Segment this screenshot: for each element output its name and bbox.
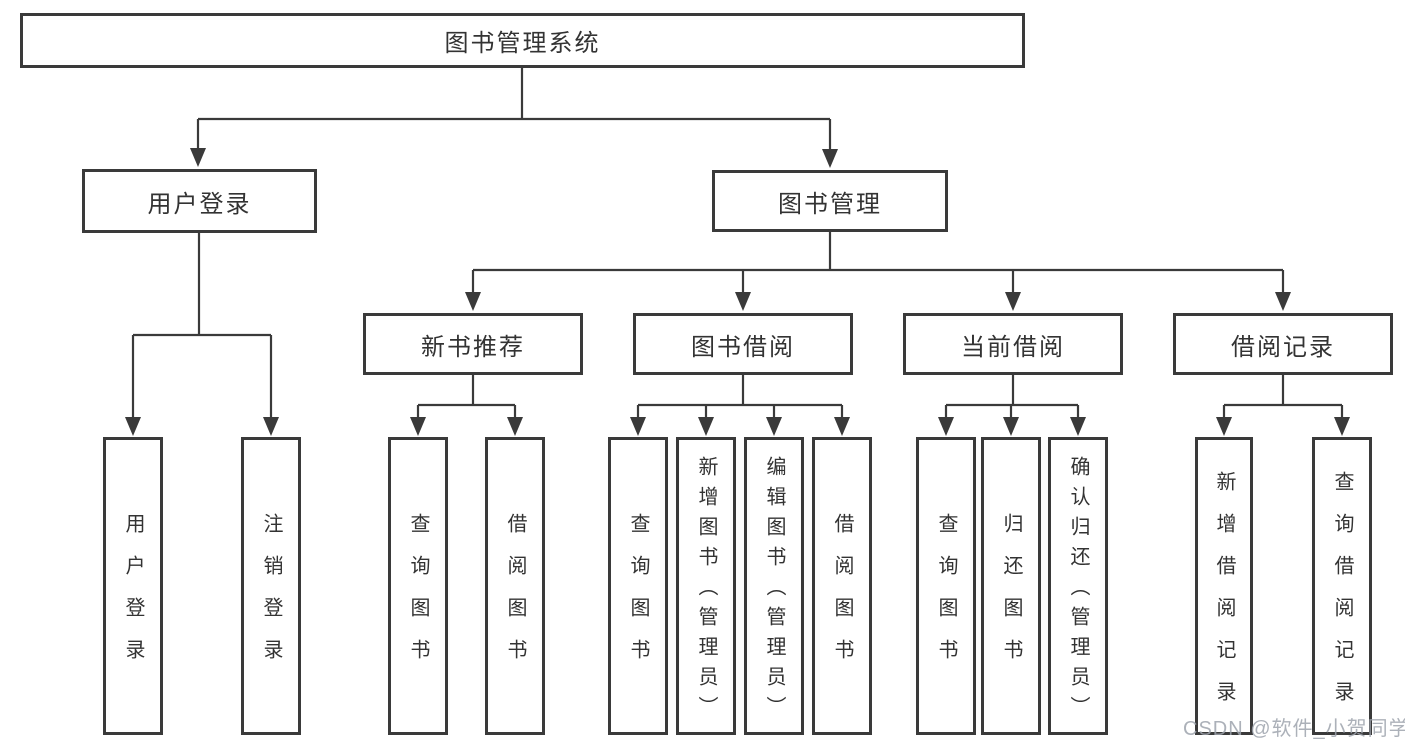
- node-new-book-recommendation: 新书推荐: [363, 313, 583, 375]
- leaf-label: 查询图书: [935, 513, 957, 681]
- arrowhead-icon: [1070, 417, 1086, 436]
- leaf-add-borrow-record: 新增借阅记录: [1195, 437, 1253, 735]
- connector-path: [131, 68, 1344, 421]
- node-label: 图书借阅: [691, 333, 795, 361]
- node-book-borrowing: 图书借阅: [633, 313, 853, 375]
- arrowhead-icon: [1216, 417, 1232, 436]
- arrowhead-icon: [1003, 417, 1019, 436]
- leaf-label: 查询图书: [627, 513, 649, 681]
- leaf-label: 新增图书（管理员）: [695, 456, 717, 726]
- leaf-label: 确认归还（管理员）: [1067, 456, 1089, 726]
- leaf-label: 归还图书: [1000, 513, 1022, 681]
- arrowhead-icon: [1275, 292, 1291, 311]
- leaf-label: 查询图书: [407, 513, 429, 681]
- arrowhead-icon: [263, 417, 279, 436]
- leaf-query-borrow-record: 查询借阅记录: [1312, 437, 1372, 735]
- arrowhead-icon: [125, 417, 141, 436]
- leaf-label: 借阅图书: [504, 513, 526, 681]
- leaf-query-books-borrow: 查询图书: [608, 437, 668, 735]
- leaf-label: 借阅图书: [831, 513, 853, 681]
- leaf-edit-books-admin: 编辑图书（管理员）: [744, 437, 804, 735]
- leaf-label: 编辑图书（管理员）: [763, 456, 785, 726]
- arrowhead-icon: [465, 292, 481, 311]
- arrowhead-icon: [410, 417, 426, 436]
- node-label: 新书推荐: [421, 333, 525, 361]
- leaf-borrow-books: 借阅图书: [812, 437, 872, 735]
- arrowhead-icon: [822, 149, 838, 168]
- arrowhead-icon: [938, 417, 954, 436]
- node-book-management: 图书管理: [712, 170, 948, 232]
- leaf-add-books-admin: 新增图书（管理员）: [676, 437, 736, 735]
- leaf-confirm-return-admin: 确认归还（管理员）: [1048, 437, 1108, 735]
- node-label: 图书管理: [778, 190, 882, 218]
- leaf-user-login: 用户登录: [103, 437, 163, 735]
- leaf-query-books-current: 查询图书: [916, 437, 976, 735]
- arrowhead-icon: [1334, 417, 1350, 436]
- arrowheads: [125, 148, 1350, 436]
- csdn-watermark: CSDN @软件_小贺同学: [1183, 718, 1405, 740]
- leaf-query-books-recommend: 查询图书: [388, 437, 448, 735]
- arrowhead-icon: [630, 417, 646, 436]
- arrowhead-icon: [735, 292, 751, 311]
- arrowhead-icon: [766, 417, 782, 436]
- arrowhead-icon: [190, 148, 206, 167]
- leaf-label: 新增借阅记录: [1213, 471, 1235, 723]
- node-library-management-system: 图书管理系统: [20, 13, 1025, 68]
- node-label: 借阅记录: [1231, 333, 1335, 361]
- leaf-label: 查询借阅记录: [1331, 471, 1353, 723]
- node-label: 图书管理系统: [444, 30, 601, 57]
- arrowhead-icon: [1005, 292, 1021, 311]
- arrowhead-icon: [834, 417, 850, 436]
- leaf-label: 用户登录: [122, 513, 144, 681]
- node-user-login: 用户登录: [82, 169, 317, 233]
- arrowhead-icon: [698, 417, 714, 436]
- node-current-borrowing: 当前借阅: [903, 313, 1123, 375]
- leaf-return-books: 归还图书: [981, 437, 1041, 735]
- leaf-borrow-books-recommend: 借阅图书: [485, 437, 545, 735]
- node-label: 用户登录: [147, 190, 252, 218]
- leaf-label: 注销登录: [260, 513, 282, 681]
- arrowhead-icon: [507, 417, 523, 436]
- node-borrowing-records: 借阅记录: [1173, 313, 1393, 375]
- node-label: 当前借阅: [961, 333, 1065, 361]
- leaf-logout: 注销登录: [241, 437, 301, 735]
